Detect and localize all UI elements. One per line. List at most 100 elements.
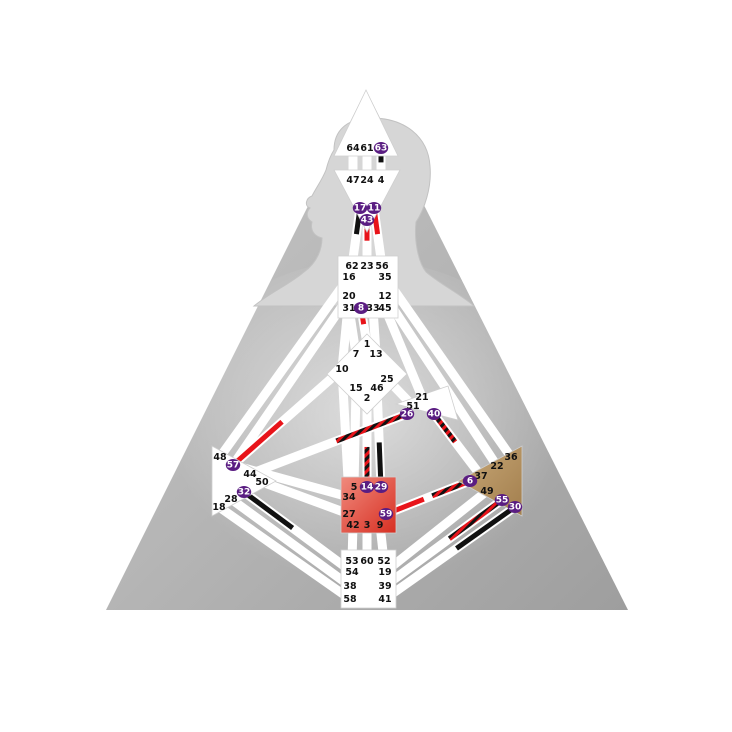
gate-59[interactable]: 59 <box>378 508 394 520</box>
gate-15[interactable]: 15 <box>349 383 362 394</box>
gate-4[interactable]: 4 <box>378 175 385 186</box>
gate-57[interactable]: 57 <box>225 459 241 471</box>
gate-53-label: 53 <box>345 556 358 567</box>
gate-2-label: 2 <box>364 393 371 404</box>
gate-25-label: 25 <box>380 374 393 385</box>
gate-28[interactable]: 28 <box>224 494 238 505</box>
gate-13[interactable]: 13 <box>369 349 382 360</box>
gate-30-marker <box>507 501 523 513</box>
gate-62[interactable]: 62 <box>345 261 358 272</box>
gate-45[interactable]: 45 <box>378 303 391 314</box>
gate-40-label: 40 <box>428 410 441 420</box>
gate-46[interactable]: 46 <box>370 383 384 394</box>
gate-17-label: 17 <box>354 204 367 214</box>
gate-22[interactable]: 22 <box>490 461 503 472</box>
gate-20-label: 20 <box>342 291 356 302</box>
gate-21[interactable]: 21 <box>415 392 428 403</box>
gate-62-label: 62 <box>345 261 358 272</box>
channel-path-27-50 <box>260 477 351 519</box>
channel-path-49-19 <box>382 487 490 576</box>
gate-61[interactable]: 61 <box>360 143 373 154</box>
gate-48-label: 48 <box>213 452 227 463</box>
gate-40[interactable]: 40 <box>426 408 442 420</box>
gate-23-label: 23 <box>360 261 373 272</box>
gate-42[interactable]: 42 <box>346 520 359 531</box>
g-center[interactable] <box>326 333 408 415</box>
gate-27[interactable]: 27 <box>342 509 355 520</box>
channel-path-16-48 <box>216 274 353 460</box>
gate-24[interactable]: 24 <box>360 175 374 186</box>
gate-6-marker <box>462 475 478 487</box>
gate-31[interactable]: 31 <box>342 303 355 314</box>
gate-19-label: 19 <box>378 567 391 578</box>
gate-10[interactable]: 10 <box>335 364 349 375</box>
gate-36[interactable]: 36 <box>504 452 518 463</box>
ajna-center[interactable] <box>333 169 401 233</box>
gate-19[interactable]: 19 <box>378 567 391 578</box>
gate-32[interactable]: 32 <box>236 486 252 498</box>
gate-7[interactable]: 7 <box>353 349 360 360</box>
gate-51[interactable]: 51 <box>406 401 419 412</box>
ego-center[interactable] <box>394 385 459 421</box>
gate-5[interactable]: 5 <box>351 482 358 493</box>
gate-14[interactable]: 14 <box>359 481 375 493</box>
gate-33[interactable]: 33 <box>366 303 379 314</box>
gate-1[interactable]: 1 <box>364 339 371 350</box>
channel-activation-26-44 <box>335 411 408 444</box>
gate-13-label: 13 <box>369 349 382 360</box>
gate-41[interactable]: 41 <box>378 594 391 605</box>
gate-38[interactable]: 38 <box>343 581 357 592</box>
gate-16[interactable]: 16 <box>342 272 356 283</box>
gate-23[interactable]: 23 <box>360 261 373 272</box>
gate-44-label: 44 <box>243 469 257 480</box>
gate-44[interactable]: 44 <box>243 469 257 480</box>
gate-29[interactable]: 29 <box>373 481 389 493</box>
gate-9[interactable]: 9 <box>377 520 384 531</box>
channel-path-15-5 <box>349 387 361 488</box>
gate-5-label: 5 <box>351 482 358 493</box>
head-center[interactable] <box>333 89 399 157</box>
gate-25[interactable]: 25 <box>380 374 393 385</box>
gate-18-label: 18 <box>212 502 226 513</box>
root-center[interactable] <box>340 549 397 609</box>
gate-2[interactable]: 2 <box>364 393 371 404</box>
gate-35-label: 35 <box>378 272 391 283</box>
gate-52[interactable]: 52 <box>377 556 390 567</box>
gate-11[interactable]: 11 <box>366 202 382 214</box>
gate-64[interactable]: 64 <box>346 143 360 154</box>
gate-37[interactable]: 37 <box>474 471 487 482</box>
gate-3[interactable]: 3 <box>364 520 371 531</box>
gate-12[interactable]: 12 <box>378 291 391 302</box>
gate-18[interactable]: 18 <box>212 502 226 513</box>
gate-47[interactable]: 47 <box>346 175 359 186</box>
channel-activation-32-54 <box>242 489 295 531</box>
gate-20[interactable]: 20 <box>342 291 356 302</box>
gate-17[interactable]: 17 <box>352 202 368 214</box>
gate-58[interactable]: 58 <box>343 594 357 605</box>
gate-53[interactable]: 53 <box>345 556 358 567</box>
gate-63[interactable]: 63 <box>373 142 389 154</box>
gate-27-label: 27 <box>342 509 355 520</box>
gate-39[interactable]: 39 <box>378 581 391 592</box>
gate-49[interactable]: 49 <box>480 486 493 497</box>
gate-54[interactable]: 54 <box>345 567 359 578</box>
gate-43[interactable]: 43 <box>359 214 375 226</box>
gate-26[interactable]: 26 <box>399 408 415 420</box>
gate-55[interactable]: 55 <box>494 494 510 506</box>
gate-32-label: 32 <box>238 488 251 498</box>
gate-60[interactable]: 60 <box>360 556 374 567</box>
gate-35[interactable]: 35 <box>378 272 391 283</box>
gate-54-label: 54 <box>345 567 359 578</box>
gate-50[interactable]: 50 <box>255 477 269 488</box>
gate-34[interactable]: 34 <box>342 492 356 503</box>
gate-6[interactable]: 6 <box>462 475 478 487</box>
gate-48[interactable]: 48 <box>213 452 227 463</box>
gate-8[interactable]: 8 <box>353 302 369 314</box>
gate-56[interactable]: 56 <box>375 261 389 272</box>
gate-33-label: 33 <box>366 303 379 314</box>
gate-56-label: 56 <box>375 261 389 272</box>
channel-path-35-36 <box>381 274 515 460</box>
gate-60-label: 60 <box>360 556 374 567</box>
gate-14-marker <box>359 481 375 493</box>
gate-30[interactable]: 30 <box>507 501 523 513</box>
